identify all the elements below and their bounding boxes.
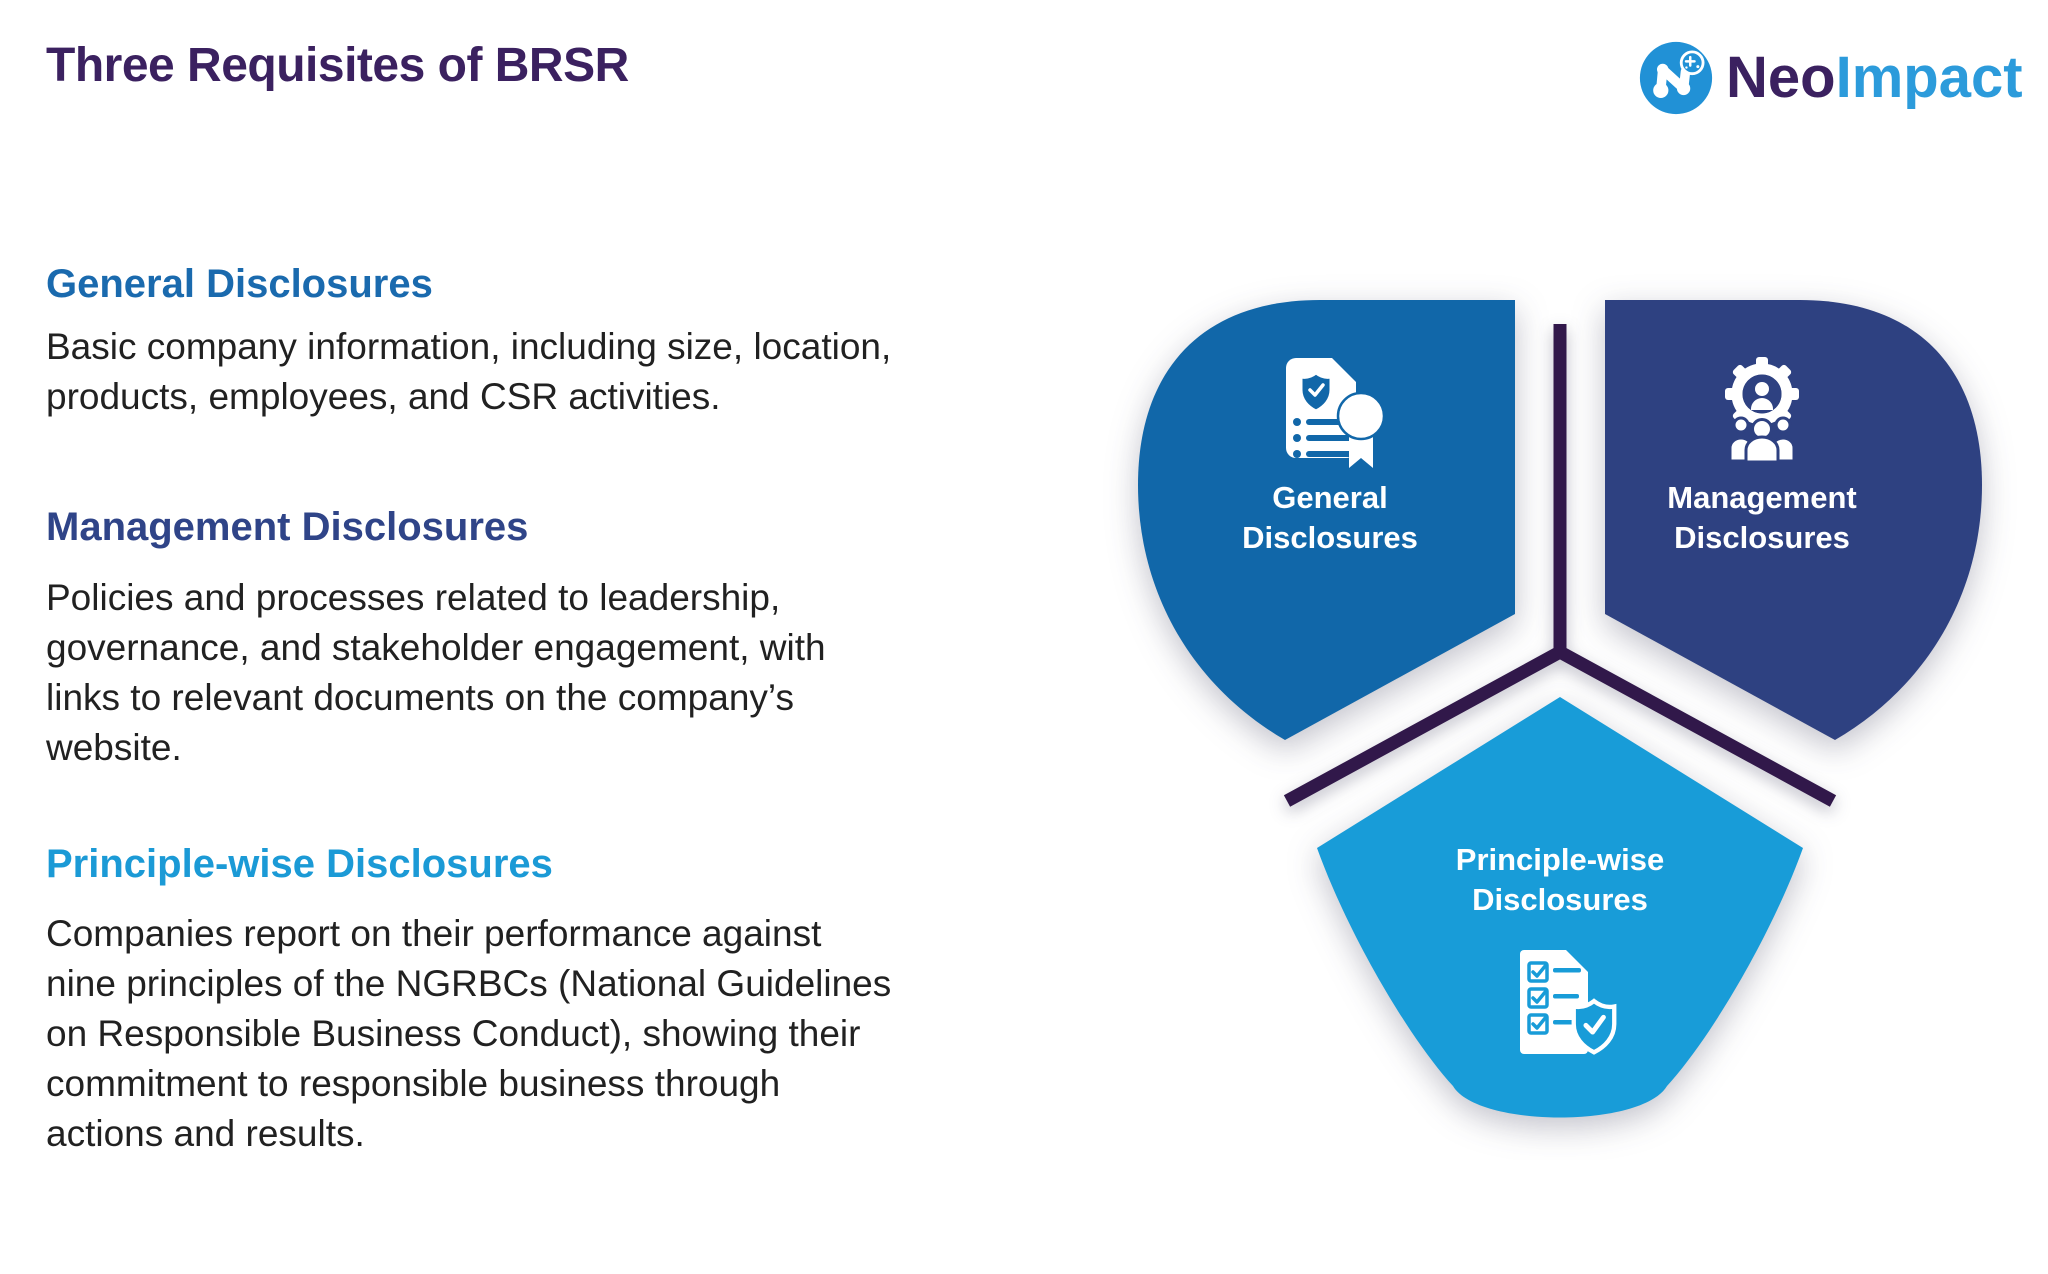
management-petal-label: Management Disclosures [1667, 480, 1857, 555]
molecule-network-icon [1639, 41, 1713, 115]
y-divider [1283, 324, 1837, 807]
management-disclosures-heading: Management Disclosures [46, 505, 529, 549]
brsr-three-petal-diagram: General Disclosures Management Disclosur… [1050, 260, 2048, 1160]
page-title: Three Requisites of BRSR [46, 39, 629, 92]
principle-wise-disclosures-petal [1317, 697, 1803, 1118]
management-disclosures-petal [1605, 300, 1982, 740]
checklist-shield-icon [1520, 950, 1617, 1055]
principle-wise-petal-label: Principle-wise Disclosures [1455, 842, 1665, 917]
logo-wordmark: NeoImpact [1726, 40, 2023, 116]
general-petal-label: General Disclosures [1242, 480, 1418, 555]
diagram-canvas [1138, 300, 1982, 1118]
general-disclosures-petal [1138, 300, 1515, 740]
management-disclosures-body: Policies and processes related to leader… [46, 577, 826, 768]
certified-document-icon [1286, 358, 1386, 468]
general-disclosures-heading: General Disclosures [46, 262, 433, 306]
principle-wise-disclosures-heading: Principle-wise Disclosures [46, 842, 553, 886]
team-gear-icon [1725, 357, 1799, 464]
principle-wise-disclosures-body: Companies report on their performance ag… [46, 913, 892, 1154]
logo-wordmark-impact: Impact [1835, 45, 2023, 110]
logo-wordmark-neo: Neo [1726, 45, 1836, 110]
general-disclosures-body: Basic company information, including siz… [46, 326, 892, 417]
neoimpact-logo: NeoImpact [1638, 40, 2023, 116]
